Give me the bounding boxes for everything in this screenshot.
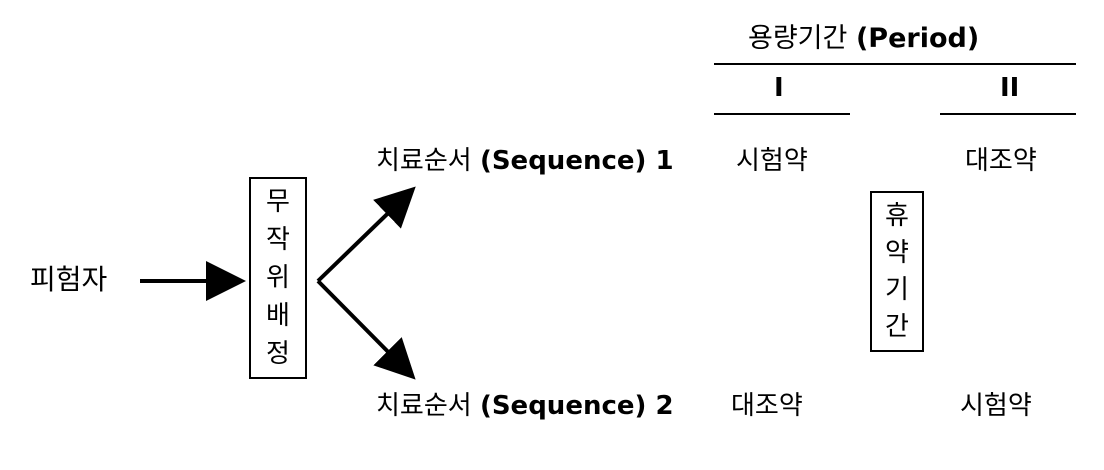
randomization-box: 무 작 위 배 정: [249, 177, 307, 379]
randomization-char: 위: [266, 263, 290, 293]
washout-box: 휴 약 기 간: [870, 191, 924, 352]
randomization-char: 정: [266, 339, 290, 369]
sequence-1-period-2: 대조약: [965, 146, 1037, 176]
randomization-char: 배: [266, 301, 290, 331]
sequence-1-prefix: 치료순서: [376, 146, 472, 176]
period-header-bold: (Period): [855, 23, 980, 54]
washout-char: 간: [885, 312, 909, 342]
sequence-1-bold: (Sequence) 1: [479, 146, 674, 176]
sequence-2-label: 치료순서 (Sequence) 2: [376, 393, 674, 419]
randomization-char: 작: [266, 225, 290, 255]
washout-char: 휴: [885, 201, 909, 231]
sequence-2-bold: (Sequence) 2: [479, 391, 674, 421]
randomization-char: 무: [266, 187, 290, 217]
washout-char: 기: [885, 275, 909, 305]
subject-label: 피험자: [30, 263, 108, 296]
sequence-2-period-2: 시험약: [960, 391, 1032, 421]
sequence-2-prefix: 치료순서: [376, 391, 472, 421]
period-1-label: I: [774, 73, 784, 103]
sequence-1-arrow: [316, 186, 416, 283]
sequence-2-arrow: [316, 279, 416, 380]
sequence-2-period-1: 대조약: [731, 391, 803, 421]
period-2-label: II: [1000, 73, 1020, 103]
period-header-prefix: 용량기간: [748, 23, 848, 54]
sequence-1-label: 치료순서 (Sequence) 1: [376, 148, 674, 174]
sequence-1-period-1: 시험약: [736, 146, 808, 176]
period-header: 용량기간 (Period): [748, 25, 979, 52]
washout-char: 약: [885, 238, 909, 268]
